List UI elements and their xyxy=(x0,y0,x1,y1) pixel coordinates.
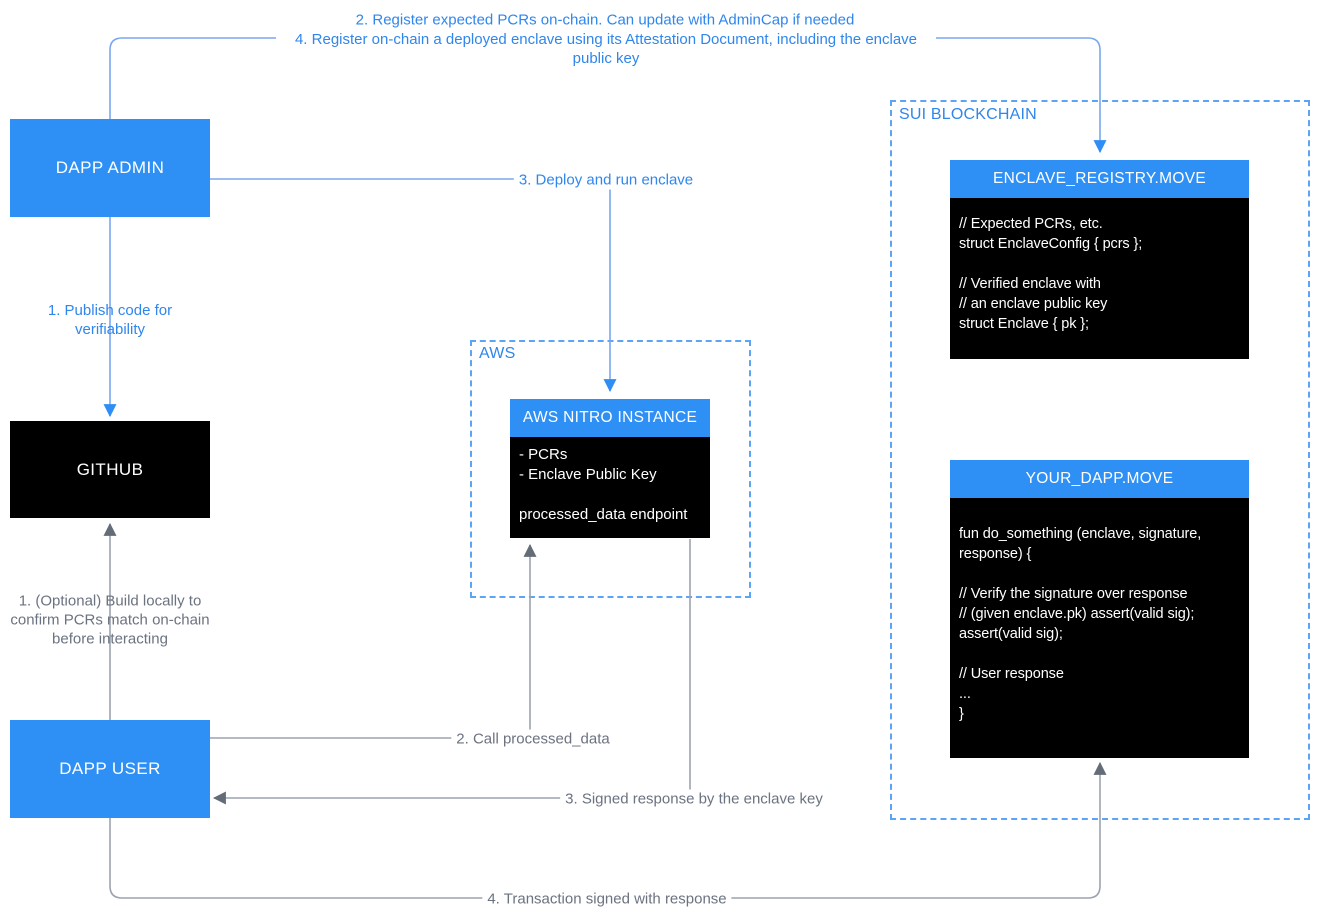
node-dapp-admin: DAPP ADMIN xyxy=(10,119,210,217)
label-register-attestation: 4. Register on-chain a deployed enclave … xyxy=(276,30,936,68)
edge-admin-deploy-enclave xyxy=(210,178,617,393)
aws-nitro-instance-body: - PCRs - Enclave Public Key processed_da… xyxy=(510,437,710,538)
node-dapp-user: DAPP USER xyxy=(10,720,210,818)
your-dapp-body: fun do_something (enclave, signature, re… xyxy=(950,498,1249,758)
edge-user-transaction-signed xyxy=(109,761,1107,899)
sui-blockchain-group-label: SUI BLOCKCHAIN xyxy=(899,106,1037,123)
node-your-dapp: YOUR_DAPP.MOVE fun do_something (enclave… xyxy=(950,460,1249,758)
aws-nitro-instance-title: AWS NITRO INSTANCE xyxy=(510,399,710,437)
label-transaction-signed: 4. Transaction signed with response xyxy=(482,889,732,909)
node-github: GITHUB xyxy=(10,421,210,518)
your-dapp-title: YOUR_DAPP.MOVE xyxy=(950,460,1249,498)
aws-group-label: AWS xyxy=(479,345,516,362)
label-register-pcrs: 2. Register expected PCRs on-chain. Can … xyxy=(355,11,855,29)
label-build-locally: 1. (Optional) Build locally to confirm P… xyxy=(10,592,210,648)
edge-user-call-processed-data xyxy=(210,543,537,739)
dapp-admin-label: DAPP ADMIN xyxy=(55,158,165,177)
enclave-registry-title: ENCLAVE_REGISTRY.MOVE xyxy=(950,160,1249,198)
label-publish-code: 1. Publish code for verifiability xyxy=(47,302,173,338)
label-call-processed-data: 2. Call processed_data xyxy=(451,729,615,749)
github-label: GITHUB xyxy=(76,459,144,479)
edge-enclave-signed-response xyxy=(212,539,691,805)
label-deploy-run-enclave: 3. Deploy and run enclave xyxy=(513,170,699,190)
dapp-user-label: DAPP USER xyxy=(59,759,161,778)
node-enclave-registry: ENCLAVE_REGISTRY.MOVE // Expected PCRs, … xyxy=(950,160,1249,359)
enclave-registry-body: // Expected PCRs, etc. struct EnclaveCon… xyxy=(950,198,1249,359)
node-aws-nitro-instance: AWS NITRO INSTANCE - PCRs - Enclave Publ… xyxy=(510,399,710,538)
label-signed-response: 3. Signed response by the enclave key xyxy=(560,789,828,809)
